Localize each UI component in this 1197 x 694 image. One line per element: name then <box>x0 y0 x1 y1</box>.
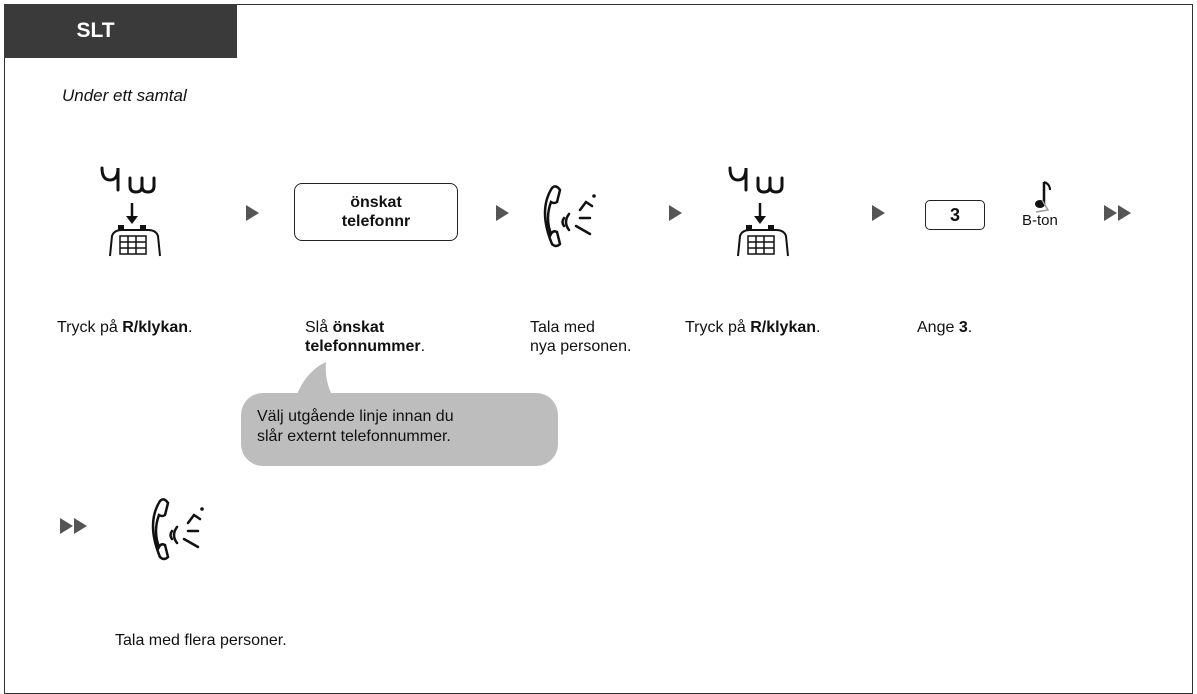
note-bubble <box>241 393 558 466</box>
note-line-2: slår externt telefonnummer. <box>257 428 451 445</box>
digit-3-key: 3 <box>925 200 985 230</box>
key-line-2: telefonnr <box>341 213 411 230</box>
step-1-text: Tryck på <box>57 319 123 336</box>
talk-icon <box>543 185 596 248</box>
note-line-1: Välj utgående linje innan du <box>257 408 454 425</box>
step-3-line-2: nya personen. <box>530 338 632 355</box>
step-2-label: Slå önskat telefonnummer. <box>305 318 425 356</box>
step-5-label: Ange 3. <box>917 318 972 337</box>
arrow-right-icon <box>496 205 509 221</box>
step-5-bold: 3 <box>958 319 968 336</box>
continue-arrow-icon <box>1104 205 1131 221</box>
step-2-end: . <box>420 338 426 355</box>
arrow-right-icon <box>872 205 885 221</box>
key-line-1: önskat <box>350 194 402 211</box>
step-2-bold-2: telefonnummer <box>305 338 421 355</box>
mode-tab-label: SLT <box>76 19 115 42</box>
tone-icon <box>1035 181 1051 213</box>
note-text: Välj utgående linje innan du slår extern… <box>257 407 454 447</box>
step-3-line-1: Tala med <box>530 319 595 336</box>
continue-arrow-icon <box>60 518 87 534</box>
step-5-text: Ange <box>917 319 959 336</box>
final-step-label: Tala med flera personer. <box>115 632 287 649</box>
talk-icon <box>151 498 204 561</box>
arrow-right-icon <box>246 205 259 221</box>
note-bubble-tail <box>294 362 336 402</box>
step-3-label: Tala med nya personen. <box>530 318 631 356</box>
step-4-text: Tryck på <box>685 319 751 336</box>
step-4-label: Tryck på R/klykan. <box>685 318 820 337</box>
hook-flash-icon <box>728 166 789 257</box>
arrow-right-icon <box>669 205 682 221</box>
step-2-bold-1: önskat <box>332 319 385 336</box>
step-2-text: Slå <box>305 319 333 336</box>
dial-number-key: önskat telefonnr <box>294 183 458 241</box>
hook-flash-icon <box>100 166 161 257</box>
step-1-label: Tryck på R/klykan. <box>57 318 192 337</box>
step-4-end: . <box>816 319 821 336</box>
subtitle: Under ett samtal <box>62 86 187 105</box>
step-1-bold: R/klykan <box>122 319 189 336</box>
mode-tab: SLT <box>4 4 237 58</box>
step-5-end: . <box>967 319 973 336</box>
step-4-bold: R/klykan <box>750 319 817 336</box>
tone-label: B-ton <box>1022 212 1058 229</box>
step-1-end: . <box>188 319 193 336</box>
